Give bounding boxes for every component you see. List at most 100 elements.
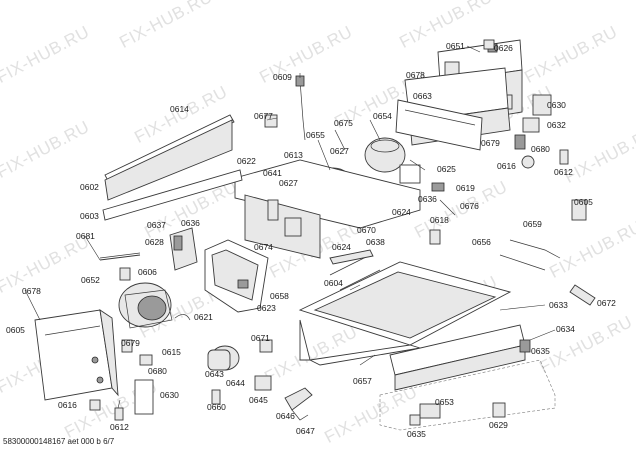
- part-label: 0635: [407, 429, 426, 439]
- part-0612b: [114, 407, 124, 421]
- part-label: 0612: [554, 167, 573, 177]
- part-label: 0616: [497, 161, 516, 171]
- leader-line: [529, 329, 556, 341]
- leader-line: [317, 139, 331, 171]
- part-label: 0603: [80, 211, 99, 221]
- part-0635b: [409, 414, 421, 426]
- part-label: 0658: [270, 291, 289, 301]
- part-label: 0663: [413, 91, 432, 101]
- part-label: 0605: [574, 197, 593, 207]
- part-0652: [119, 267, 131, 281]
- part-label: 0604: [324, 278, 343, 288]
- part-label: 0674: [254, 242, 273, 252]
- part-label: 0606: [138, 267, 157, 277]
- document-id: 58300000148167 aet 000 b 6/7: [3, 437, 115, 446]
- power-cord-0609: [299, 79, 306, 141]
- strip-0604b: [329, 249, 374, 265]
- wire-0659: [509, 239, 561, 259]
- part-label: 0630: [547, 100, 566, 110]
- part-label: 0655: [306, 130, 325, 140]
- part-label: 0637: [147, 220, 166, 230]
- part-label: 0636: [418, 194, 437, 204]
- part-label: 0614: [170, 104, 189, 114]
- leader-line: [369, 119, 381, 141]
- part-label: 0630: [160, 390, 179, 400]
- part-label: 0621: [194, 312, 213, 322]
- fan-motor-0606: [118, 282, 173, 329]
- part-0635: [519, 339, 531, 353]
- part-0679: [121, 339, 133, 353]
- base-plate-0622: [234, 159, 421, 259]
- part-label: 0624: [332, 242, 351, 252]
- part-label: 0635: [531, 346, 550, 356]
- leader-line: [499, 304, 546, 311]
- tube-0675: [334, 129, 346, 151]
- part-label: 0652: [81, 275, 100, 285]
- part-label: 0647: [296, 426, 315, 436]
- part-label: 0646: [276, 411, 295, 421]
- part-0619: [431, 182, 445, 192]
- part-label: 0622: [237, 156, 256, 166]
- part-label: 0609: [273, 72, 292, 82]
- part-0645: [254, 375, 272, 391]
- part-label: 0681: [76, 231, 95, 241]
- part-label: 0678: [406, 70, 425, 80]
- part-0621: [174, 314, 191, 321]
- part-label: 0634: [556, 324, 575, 334]
- part-0616: [521, 155, 535, 169]
- part-0612: [559, 149, 569, 165]
- part-label: 0613: [284, 150, 303, 160]
- part-label: 0636: [181, 218, 200, 228]
- leader-line: [409, 159, 426, 171]
- part-label: 0628: [145, 237, 164, 247]
- part-label: 0633: [549, 300, 568, 310]
- part-label: 0612: [110, 422, 129, 432]
- part-label: 0615: [162, 347, 181, 357]
- part-0616b: [89, 399, 101, 411]
- part-0671: [259, 339, 273, 353]
- part-0605: [571, 199, 587, 221]
- part-0680b: [139, 354, 153, 366]
- part-label: 0627: [330, 146, 349, 156]
- part-0672: [569, 284, 596, 306]
- part-label: 0602: [80, 182, 99, 192]
- part-label: 0632: [547, 120, 566, 130]
- panel-0663: [395, 99, 483, 151]
- part-0677: [264, 114, 278, 128]
- part-label: 0679: [121, 338, 140, 348]
- part-label: 0623: [257, 303, 276, 313]
- part-0629: [492, 402, 506, 418]
- part-0618: [429, 229, 441, 245]
- part-label: 0643: [205, 369, 224, 379]
- leader-line: [117, 399, 121, 409]
- leader-line: [24, 289, 41, 321]
- part-label: 0644: [226, 378, 245, 388]
- leader-line: [466, 45, 481, 53]
- part-label: 0672: [597, 298, 616, 308]
- leader-line: [359, 354, 376, 366]
- part-label: 0627: [279, 178, 298, 188]
- part-label: 0676: [460, 201, 479, 211]
- part-label: 0638: [366, 237, 385, 247]
- part-label: 0619: [456, 183, 475, 193]
- part-label: 0618: [430, 215, 449, 225]
- part-label: 0656: [472, 237, 491, 247]
- part-label: 0659: [523, 219, 542, 229]
- part-0660: [211, 389, 221, 405]
- part-label: 0629: [489, 420, 508, 430]
- part-0625-box: [399, 164, 421, 184]
- part-label: 0624: [392, 207, 411, 217]
- part-label: 0678: [22, 286, 41, 296]
- part-label: 0653: [435, 397, 454, 407]
- rail-0602: [104, 119, 233, 201]
- leader-line: [266, 117, 278, 121]
- drawer-tray-0604: [298, 254, 512, 366]
- part-label: 0626: [494, 43, 513, 53]
- part-label: 0657: [353, 376, 372, 386]
- part-0653: [419, 403, 441, 419]
- part-0626: [483, 39, 495, 50]
- part-0632: [522, 117, 540, 133]
- part-label: 0670: [357, 225, 376, 235]
